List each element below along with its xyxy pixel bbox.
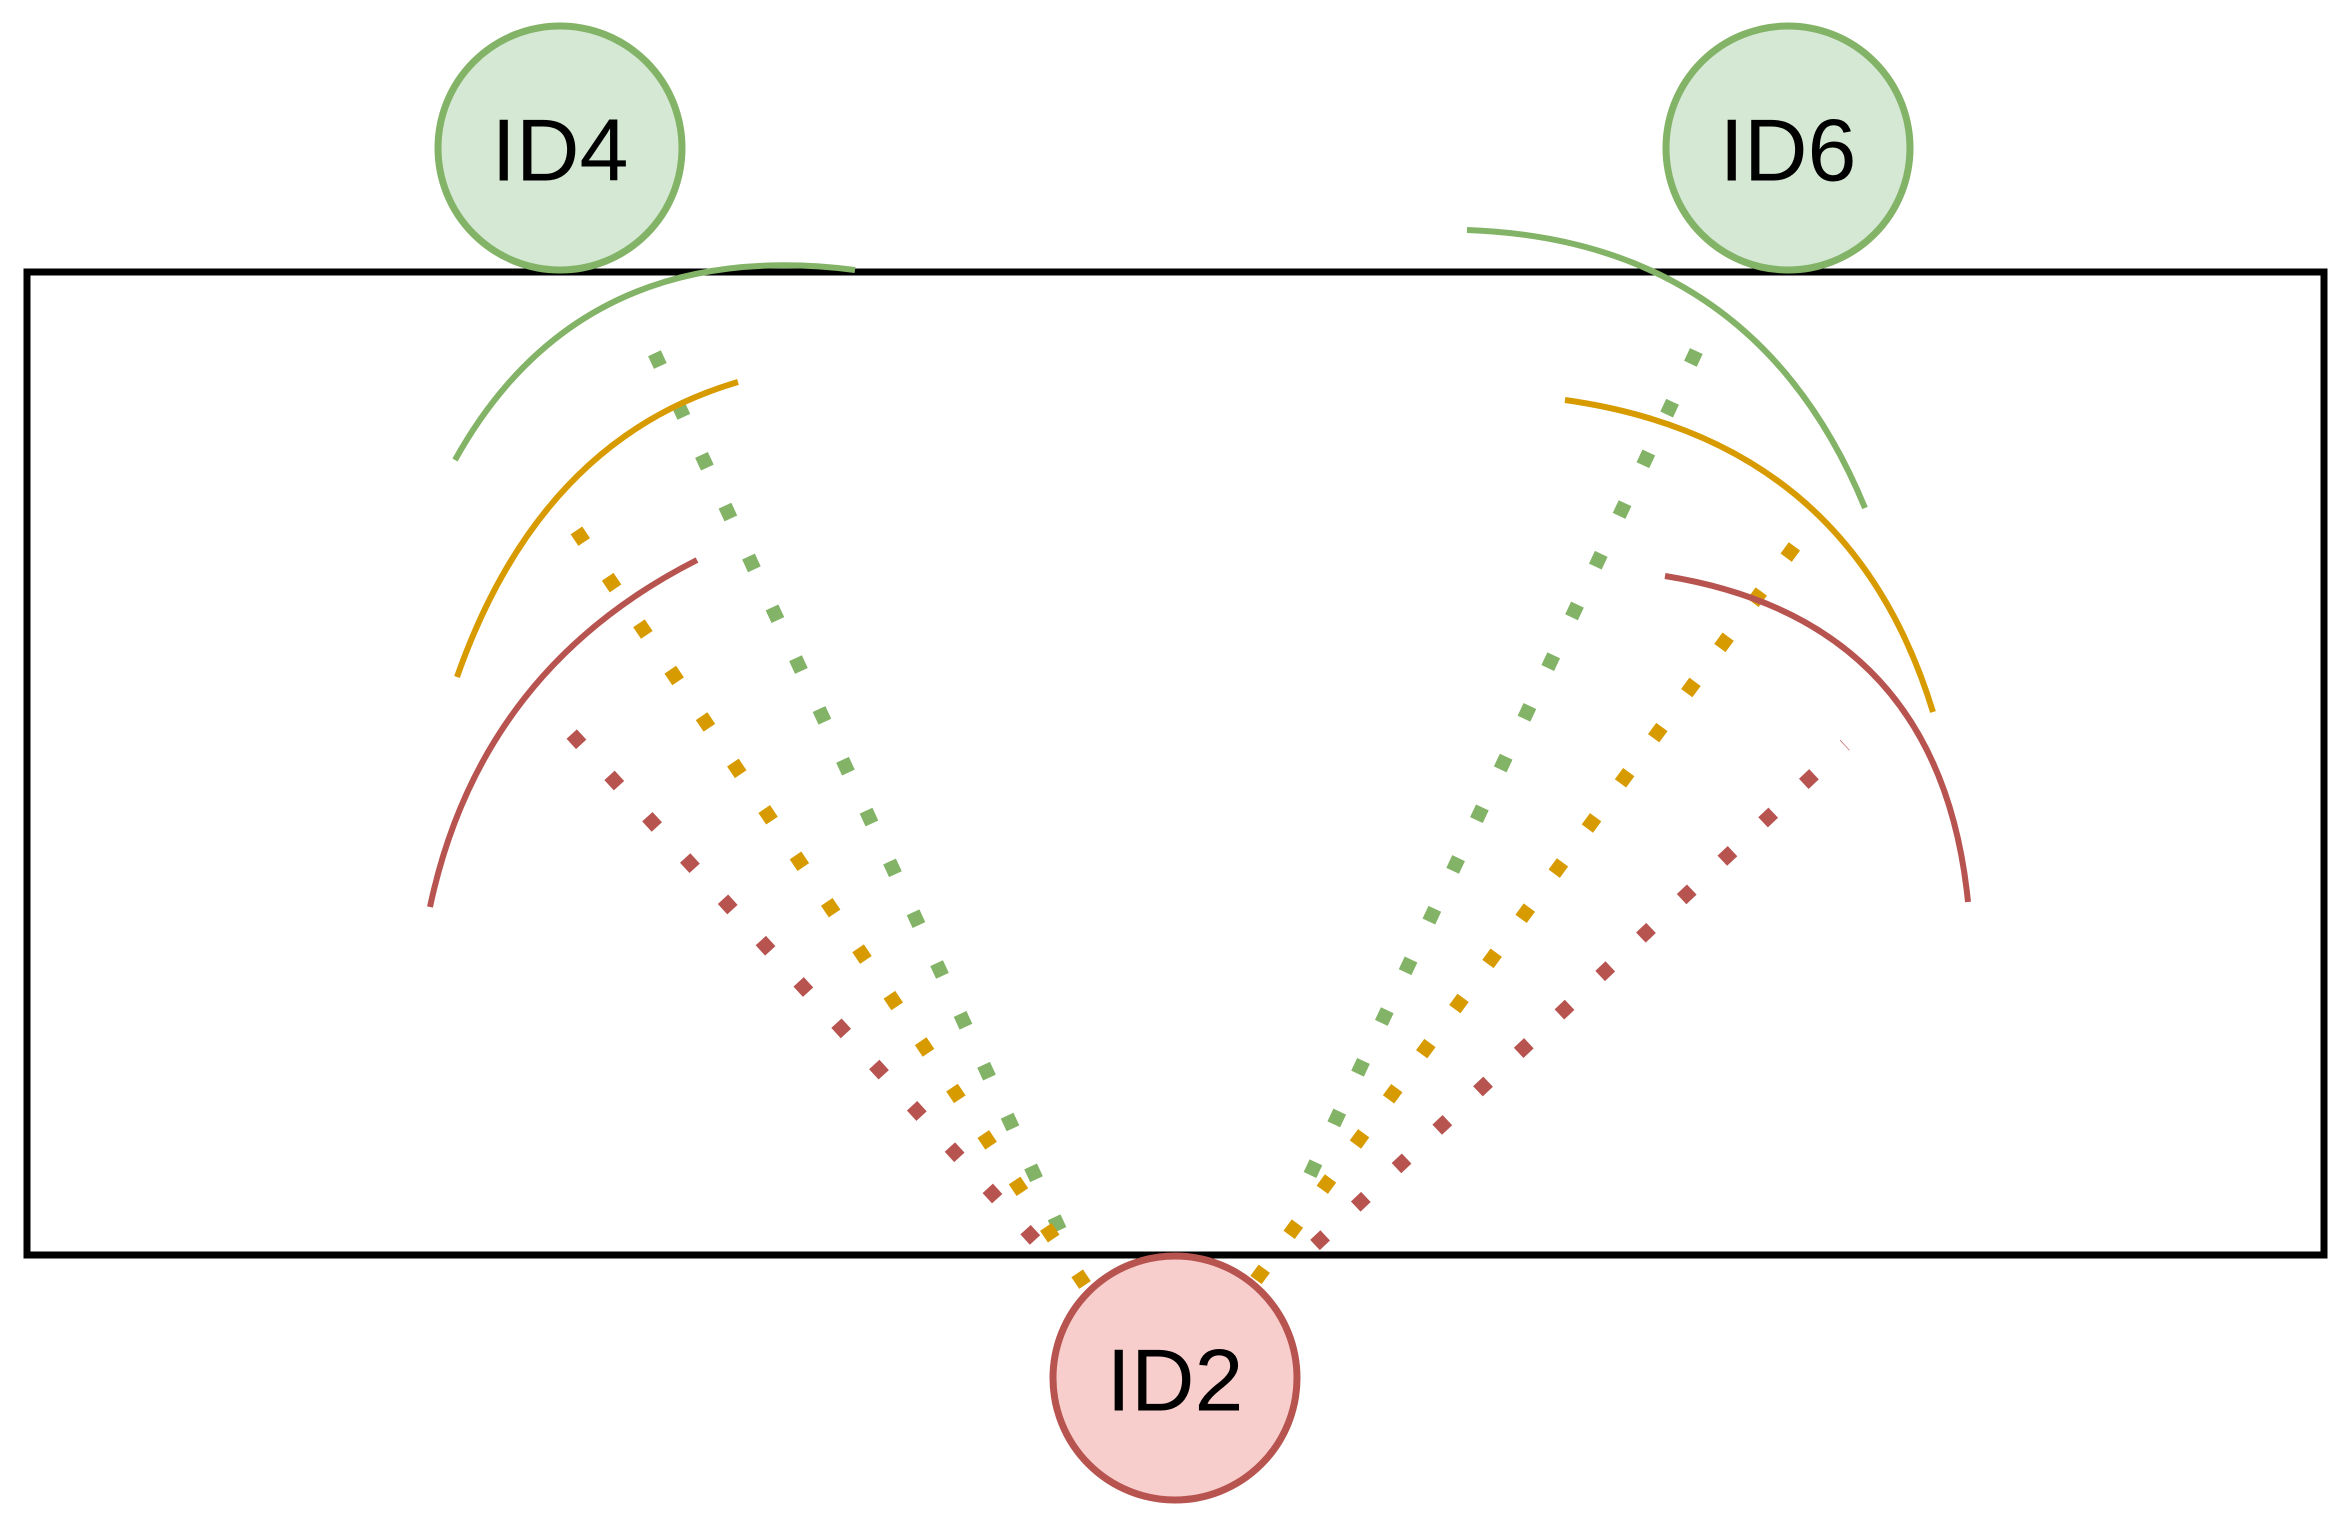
wavefront-arc-right-green <box>1466 227 1868 510</box>
node-id6-label: ID6 <box>1720 101 1857 200</box>
node-id6-circle <box>1662 22 1914 274</box>
range-line-right-red <box>1310 739 1850 1251</box>
region-boundary <box>23 268 2328 1259</box>
range-line-right-green <box>1303 319 1717 1178</box>
node-id4[interactable]: ID4 <box>434 22 686 274</box>
wavefront-arc-right-orange <box>1564 397 1936 713</box>
node-id2[interactable]: ID2 <box>1049 1252 1301 1504</box>
range-line-right-orange <box>1250 527 1811 1285</box>
wavefront-arc-left-red <box>427 557 699 908</box>
node-id4-circle <box>434 22 686 274</box>
range-line-left-green <box>633 319 1067 1233</box>
range-line-left-red <box>540 701 1041 1245</box>
node-id2-circle <box>1049 1252 1301 1504</box>
node-id2-label: ID2 <box>1107 1331 1244 1430</box>
node-id6[interactable]: ID6 <box>1662 22 1914 274</box>
wavefront-arc-left-orange <box>454 379 739 678</box>
range-line-left-orange <box>560 511 1091 1289</box>
wavefront-arc-left-green <box>452 262 856 462</box>
node-id4-label: ID4 <box>492 101 629 200</box>
wavefront-arc-right-red <box>1664 573 1971 903</box>
